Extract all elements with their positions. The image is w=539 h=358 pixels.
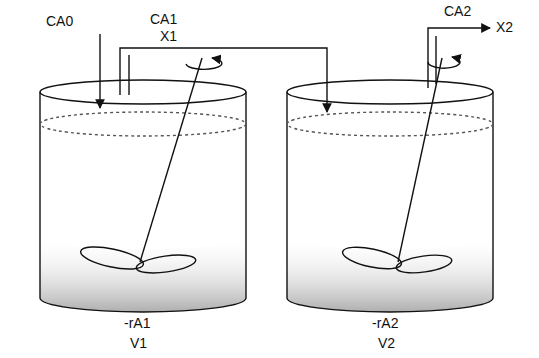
volume-label: V1 [128, 336, 149, 351]
feed-line [99, 34, 100, 108]
stream-label: CA2 [442, 4, 473, 19]
tank-2 [287, 57, 493, 312]
conversion-label: X2 [494, 20, 515, 35]
tank-1 [40, 58, 246, 312]
conversion-label: X1 [158, 29, 179, 44]
rate-label: -rA1 [122, 316, 152, 331]
connecting-pipe [120, 48, 327, 112]
rate-label: -rA2 [370, 316, 400, 331]
stream-label: CA0 [44, 14, 75, 29]
volume-label: V2 [376, 336, 397, 351]
outlet-line [428, 28, 490, 88]
stream-label: CA1 [148, 12, 179, 27]
